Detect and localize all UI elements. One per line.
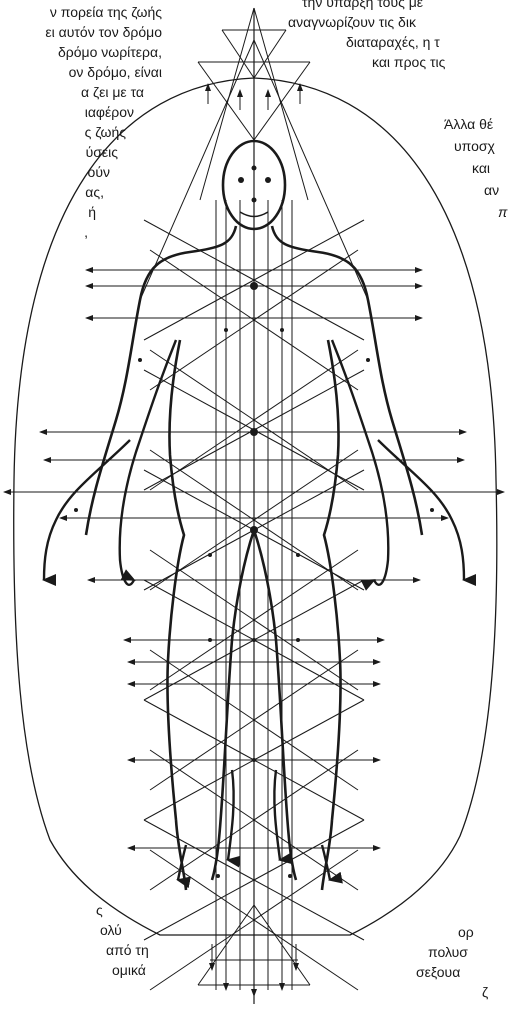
energy-point [280, 328, 284, 332]
energy-point [250, 282, 258, 290]
energy-point [252, 758, 256, 762]
geometry-line [254, 530, 364, 590]
energy-point [224, 328, 228, 332]
geometry-line [144, 640, 254, 700]
energy-point [208, 638, 212, 642]
geometry-line [254, 820, 364, 880]
energy-point [296, 553, 300, 557]
geometry-line [140, 40, 254, 300]
energy-point [252, 166, 257, 171]
geometry-line [254, 40, 368, 300]
geometry-line [144, 820, 254, 880]
geometry-line [254, 62, 310, 140]
energy-point [252, 638, 256, 642]
geometry-line [222, 30, 254, 78]
geometry-line [254, 470, 364, 530]
energy-point [74, 508, 78, 512]
energy-point [250, 428, 258, 436]
geometry-line [254, 640, 364, 700]
energy-point [208, 553, 212, 557]
geometry-line [144, 760, 254, 820]
energy-point [366, 358, 370, 362]
geometry-line [254, 30, 286, 78]
energy-point [288, 874, 292, 878]
energy-point [216, 874, 220, 878]
geometry-line [198, 62, 254, 140]
geometry-line [144, 470, 254, 530]
energy-point [430, 508, 434, 512]
aura-outline [14, 78, 497, 935]
geometry-line [144, 530, 254, 590]
geometry-lines [140, 8, 368, 1004]
geometry-line [254, 760, 364, 820]
energy-point [252, 198, 257, 203]
energy-point [296, 638, 300, 642]
energy-point [138, 358, 142, 362]
